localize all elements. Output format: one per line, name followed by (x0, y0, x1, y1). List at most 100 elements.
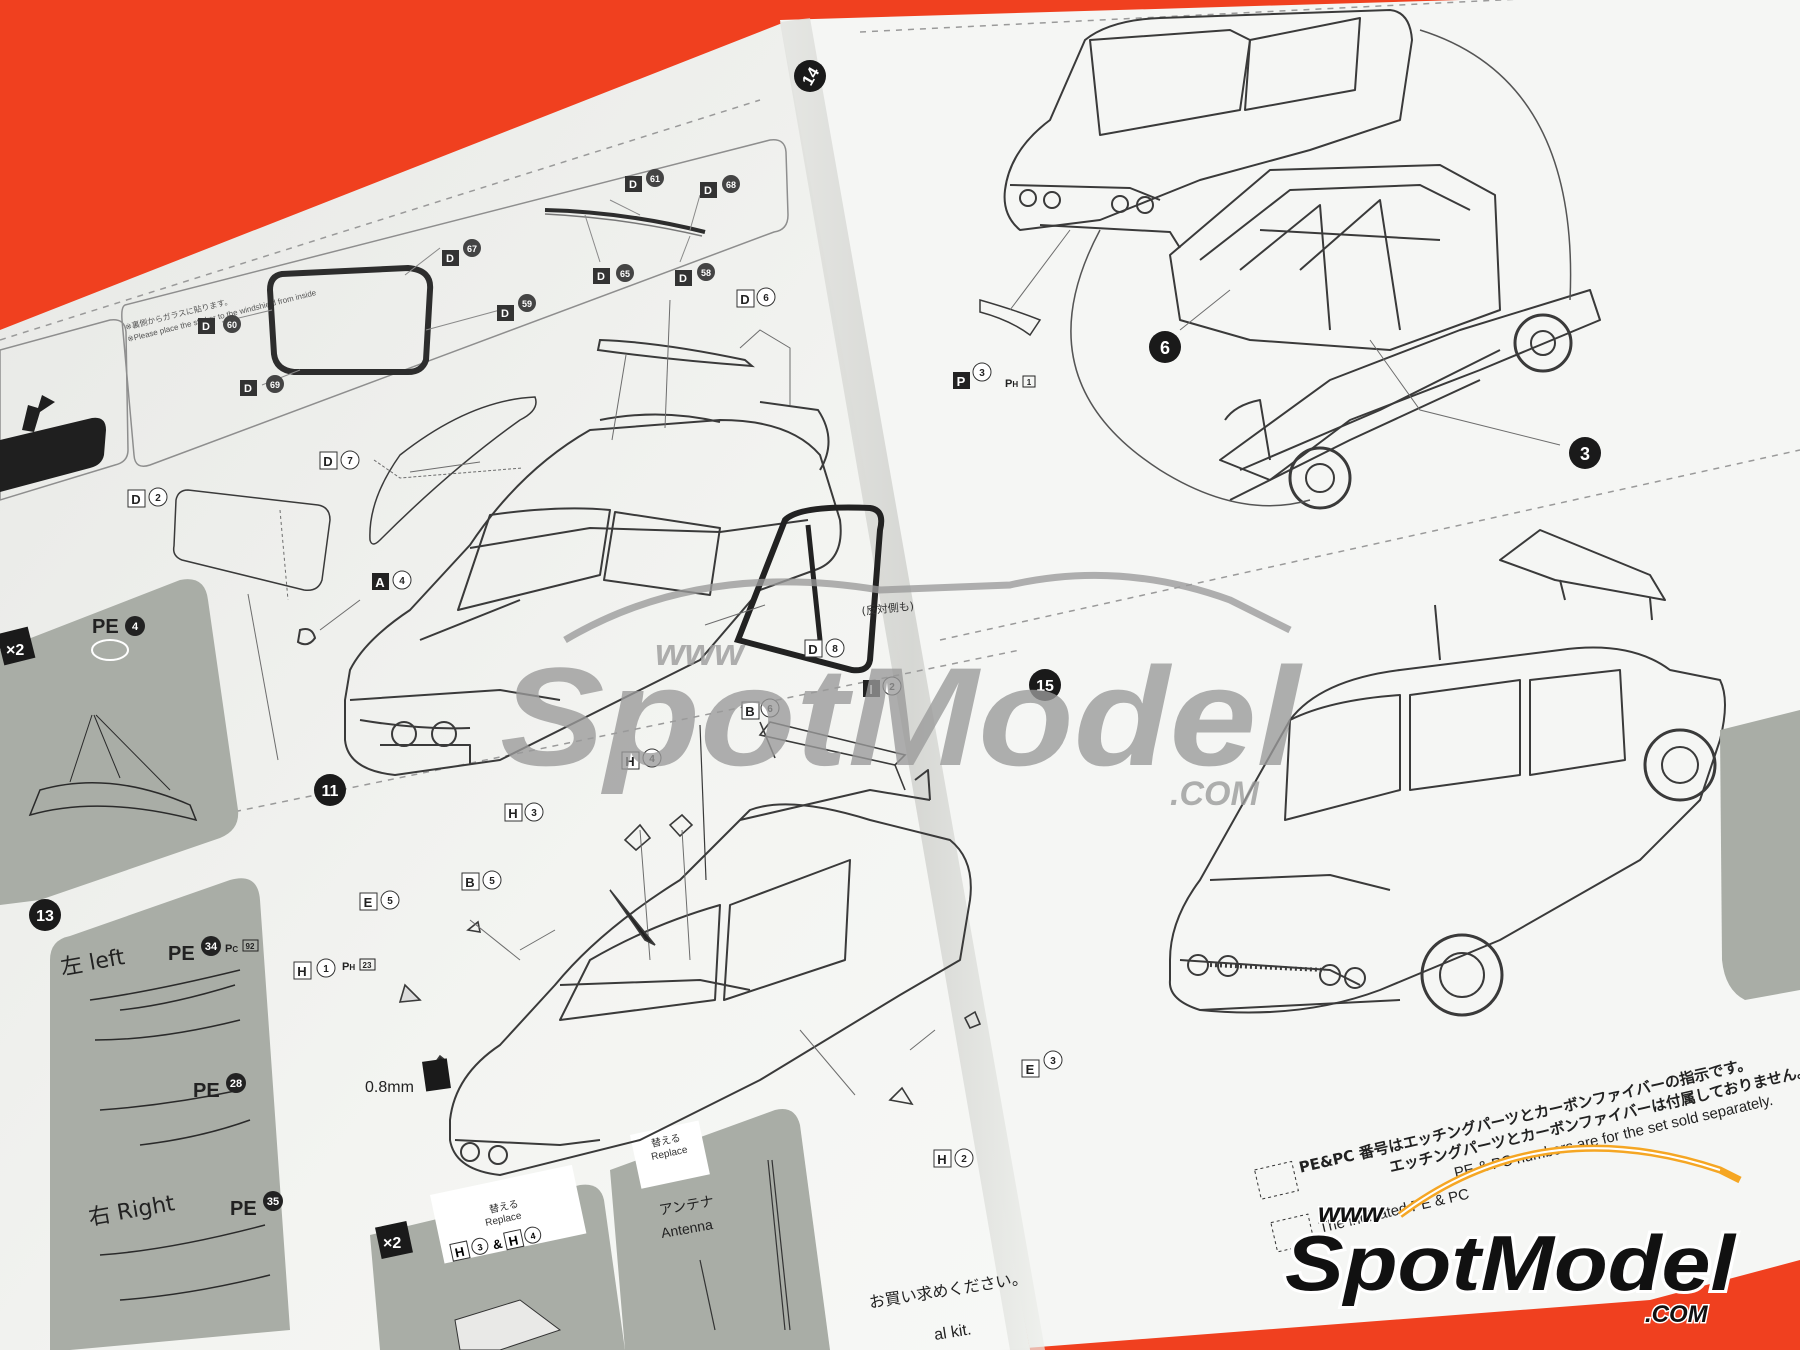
etch-pc92: 92 (246, 942, 255, 951)
part-D8: 8 (832, 644, 838, 655)
watermark-center-brand: SpotModel (500, 638, 1303, 795)
watermark-logo-brand: SpotModel (1285, 1219, 1736, 1307)
step-11-number: 11 (322, 783, 339, 800)
svg-text:H: H (508, 806, 517, 821)
svg-text:E: E (364, 895, 373, 910)
svg-text:D: D (131, 492, 140, 507)
x2-label-bottom: ×2 (383, 1235, 401, 1252)
etch-detail-panel (0, 579, 239, 905)
svg-text:A: A (375, 575, 385, 590)
svg-text:H: H (937, 1152, 946, 1167)
svg-text:PE: PE (168, 943, 195, 965)
page-gutter (780, 18, 1045, 1350)
part-B5: 5 (489, 876, 495, 887)
car-step-15 (1168, 529, 1726, 1017)
watermark-logo-www: www (1318, 1197, 1386, 1228)
svg-text:D: D (808, 642, 817, 657)
part-D7: 7 (347, 456, 353, 467)
svg-text:PC: PC (225, 943, 238, 955)
svg-text:D: D (629, 179, 637, 191)
wiper-detail-panel (50, 878, 290, 1350)
watermark-logo-com: .COM (1645, 1301, 1709, 1328)
etch-labels: PE 4 PE 34 PE 28 PE 35 PC 92 PH 1 PH 23 (92, 375, 1036, 1220)
svg-text:B: B (745, 704, 754, 719)
opposite-side-note: (反対側も) (861, 599, 915, 618)
part-d60: 60 (227, 320, 237, 330)
part-E3: 3 (1050, 1056, 1056, 1067)
part-H1: 1 (323, 964, 329, 975)
etch-pe28: 28 (230, 1078, 242, 1090)
step-badges: 14 11 13 15 6 3 (29, 60, 1601, 931)
svg-text:E: E (1026, 1062, 1035, 1077)
part-d61: 61 (650, 174, 660, 184)
part-D2: 2 (155, 493, 161, 504)
replace-h3: 3 (477, 1242, 484, 1253)
car-step-11 (344, 401, 842, 776)
svg-text:P: P (957, 374, 966, 389)
car-step-14 (1003, 9, 1601, 510)
wire-size-label: 0.8mm (365, 1079, 414, 1096)
x2-badge-bottom (375, 1221, 413, 1259)
svg-text:H: H (507, 1232, 519, 1249)
step-15-number: 15 (1036, 678, 1054, 695)
replace-and: & (491, 1236, 503, 1253)
part-A4: 4 (399, 576, 405, 587)
next-step-panel (1720, 710, 1800, 1000)
part-d69: 69 (270, 380, 280, 390)
wire-swatch (422, 1058, 451, 1092)
svg-text:PH: PH (1005, 378, 1018, 390)
leader-6 (1179, 289, 1231, 331)
callout-3: 3 (1580, 444, 1590, 464)
svg-text:D: D (704, 185, 712, 197)
callout-6: 6 (1160, 338, 1170, 358)
svg-text:D: D (679, 273, 687, 285)
svg-text:D: D (446, 253, 454, 265)
watermark-center-com: .COM (1170, 775, 1259, 813)
mirror-detail (0, 319, 129, 501)
svg-text:I: I (869, 682, 873, 697)
part-d67: 67 (467, 244, 477, 254)
front-lip-part (979, 299, 1042, 337)
step-13-number: 13 (36, 908, 54, 925)
step-14-number: 14 (799, 65, 823, 89)
right-page (780, 0, 1800, 1350)
part-H2: 2 (961, 1154, 967, 1165)
svg-text:PE: PE (193, 1080, 220, 1102)
etch-pe35: 35 (267, 1196, 279, 1208)
car-step-13 (449, 769, 972, 1176)
sticker-labels: D 61 D 68 D 67 D 59 D 60 D 69 D 65 D 58 (198, 169, 740, 396)
svg-text:H: H (453, 1244, 465, 1261)
etch-pe4: 4 (132, 621, 139, 633)
part-d68: 68 (726, 180, 736, 190)
front-lip-leader (1009, 229, 1071, 311)
buy-note-en: al kit. (933, 1321, 973, 1344)
svg-text:D: D (501, 308, 509, 320)
svg-text:PH: PH (342, 961, 355, 973)
replace-panel (370, 1109, 830, 1350)
bottom-logo: www SpotModel .COM (1282, 1144, 1742, 1330)
svg-text:D: D (323, 454, 332, 469)
svg-text:D: D (202, 321, 210, 333)
watermark-center-www: www (655, 632, 746, 674)
svg-text:D: D (740, 292, 749, 307)
svg-text:H: H (625, 754, 634, 769)
part-H4: 4 (649, 754, 655, 765)
etch-ph1: 1 (1027, 378, 1032, 387)
part-labels: D 6 D 7 D 2 A 4 D 8 B 6 I 2 H 4 H 3 B 5 … (127, 287, 1063, 1168)
etch-pe34: 34 (205, 941, 218, 953)
svg-text:B: B (465, 875, 474, 890)
svg-text:D: D (244, 383, 252, 395)
leader-3 (1369, 339, 1561, 446)
svg-text:H: H (297, 964, 306, 979)
part-B6: 6 (767, 704, 773, 715)
svg-text:PE: PE (230, 1198, 257, 1220)
x2-badge-top (0, 626, 36, 666)
part-D6: 6 (763, 293, 769, 304)
svg-text:D: D (597, 271, 605, 283)
part-d58: 58 (701, 268, 711, 278)
part-H3: 3 (531, 808, 537, 819)
center-watermark: www SpotModel .COM (500, 571, 1303, 813)
x2-label-top: ×2 (6, 642, 24, 659)
etch-ph23: 23 (363, 961, 372, 970)
